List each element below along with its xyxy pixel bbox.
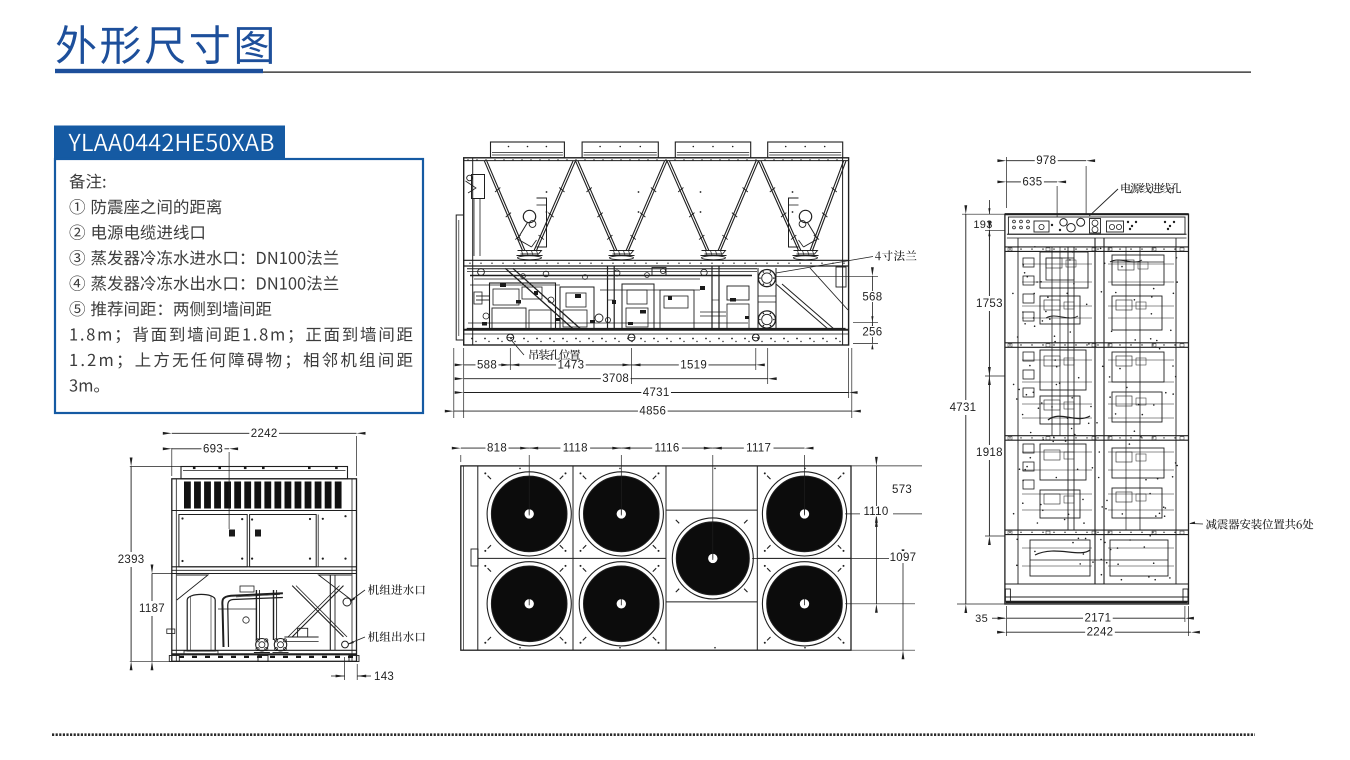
svg-text:978: 978 (1036, 155, 1056, 167)
svg-text:1110: 1110 (863, 506, 888, 518)
svg-text:573: 573 (892, 484, 912, 496)
svg-text:588: 588 (477, 359, 497, 371)
svg-text:1117: 1117 (746, 443, 771, 455)
svg-text:1116: 1116 (655, 443, 680, 455)
svg-text:4731: 4731 (643, 387, 670, 399)
svg-text:4731: 4731 (950, 402, 977, 414)
svg-text:2242: 2242 (1087, 627, 1114, 639)
svg-text:1118: 1118 (563, 443, 588, 455)
svg-text:1187: 1187 (139, 603, 165, 615)
svg-text:693: 693 (203, 443, 223, 455)
svg-text:35: 35 (975, 613, 988, 625)
svg-text:143: 143 (374, 671, 394, 683)
svg-text:1753: 1753 (976, 298, 1003, 310)
svg-text:635: 635 (1022, 176, 1042, 188)
svg-text:2242: 2242 (251, 428, 278, 440)
svg-text:1519: 1519 (680, 359, 707, 371)
svg-text:1473: 1473 (558, 359, 585, 371)
svg-text:818: 818 (487, 443, 507, 455)
svg-text:1918: 1918 (976, 447, 1003, 459)
svg-text:1097: 1097 (890, 552, 917, 564)
svg-text:3708: 3708 (602, 373, 629, 385)
svg-text:2171: 2171 (1085, 613, 1112, 625)
svg-text:2393: 2393 (118, 554, 145, 566)
svg-text:568: 568 (862, 292, 882, 304)
svg-text:256: 256 (862, 327, 882, 339)
svg-text:4856: 4856 (639, 406, 666, 418)
svg-text:193: 193 (973, 219, 992, 231)
